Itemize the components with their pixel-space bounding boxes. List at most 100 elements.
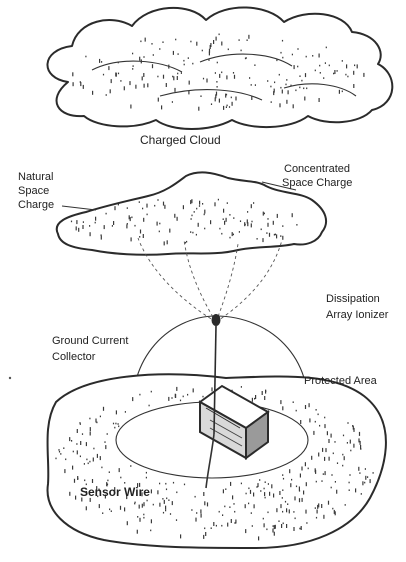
charge-dot: [196, 208, 197, 210]
charge-dot: [347, 442, 348, 444]
charge-dot: [151, 43, 152, 45]
charge-dot: [84, 463, 85, 465]
charge-dot: [140, 41, 141, 43]
charge-dot: [370, 479, 371, 483]
charge-dot: [196, 512, 197, 514]
charge-dot: [153, 504, 154, 506]
charge-dot: [301, 526, 302, 530]
charge-dot: [231, 519, 232, 523]
charge-dot: [71, 221, 72, 223]
charge-dot: [305, 73, 306, 77]
charge-dot: [328, 501, 329, 505]
charge-dot: [223, 489, 224, 493]
charge-dot: [299, 528, 300, 530]
charge-dot: [232, 495, 233, 499]
charge-dot: [113, 423, 114, 425]
charge-dot: [321, 480, 322, 482]
charge-dot: [139, 57, 140, 61]
charge-dot: [353, 444, 354, 448]
charge-dot: [280, 87, 281, 89]
charge-dot: [232, 102, 233, 106]
charge-dot: [362, 481, 363, 485]
charge-dot: [143, 56, 144, 58]
charge-dot: [146, 204, 147, 208]
charge-dot: [80, 456, 81, 458]
charge-dot: [304, 97, 305, 101]
charge-dot: [114, 206, 115, 210]
charge-dot: [226, 106, 227, 108]
charge-dot: [162, 498, 163, 500]
charge-dot: [226, 75, 227, 79]
charge-dot: [278, 520, 279, 522]
charge-dot: [163, 75, 164, 79]
charge-dot: [186, 241, 187, 243]
charge-dot: [323, 515, 324, 519]
charge-dot: [317, 505, 318, 509]
charge-dot: [143, 73, 144, 77]
charge-dot: [254, 64, 255, 66]
charge-dot: [214, 202, 215, 206]
charge-dot: [233, 217, 234, 219]
charge-dot: [139, 201, 140, 203]
charge-dot: [93, 458, 94, 462]
charge-dot: [247, 219, 248, 223]
charge-dot: [132, 397, 133, 401]
charge-dot: [336, 490, 337, 494]
charge-dot: [301, 80, 302, 82]
charge-dot: [210, 43, 211, 47]
charge-dot: [118, 426, 119, 428]
charge-dot: [312, 55, 313, 57]
charge-dot: [135, 85, 136, 89]
charge-dot: [209, 49, 210, 53]
charge-dot: [101, 234, 102, 236]
charge-dot: [109, 509, 110, 511]
charge-dot: [350, 440, 351, 444]
charge-dot: [255, 395, 256, 399]
charge-dot: [143, 517, 144, 519]
charge-dot: [232, 232, 233, 236]
charge-dot: [166, 489, 167, 491]
charge-dot: [306, 56, 307, 58]
charge-dot: [343, 435, 344, 437]
charge-dot: [321, 504, 322, 508]
charge-dot: [219, 74, 220, 78]
charge-dot: [253, 202, 254, 204]
charge-dot: [281, 524, 282, 528]
charge-dot: [315, 507, 316, 509]
charge-dot: [164, 241, 165, 245]
charge-dot: [301, 467, 302, 471]
ground-collector-label-line1: Ground Current: [52, 335, 128, 347]
charge-dot: [263, 518, 264, 520]
charge-dot: [118, 204, 119, 206]
charge-dot: [274, 525, 275, 529]
charge-dot: [329, 457, 330, 461]
charge-dot: [132, 53, 133, 55]
charge-dot: [96, 422, 97, 424]
charge-dot: [316, 481, 317, 483]
charge-dot: [157, 199, 158, 201]
charge-dot: [286, 524, 287, 528]
charge-dot: [316, 409, 317, 411]
charge-dot: [219, 228, 220, 230]
charge-dot: [143, 234, 144, 238]
charge-dot: [326, 47, 327, 49]
charge-dot: [282, 90, 283, 94]
charge-dot: [215, 94, 216, 98]
charge-dot: [125, 411, 126, 413]
charge-dot: [221, 42, 222, 46]
charge-dot: [282, 225, 283, 227]
charge-dot: [260, 490, 261, 492]
charge-dot: [130, 105, 131, 109]
charge-dot: [339, 90, 340, 94]
charge-dot: [323, 473, 324, 475]
charge-dot: [191, 215, 192, 217]
charge-dot: [299, 498, 300, 502]
charge-dot: [303, 491, 304, 495]
charge-dot: [295, 518, 296, 520]
charge-dot: [350, 450, 351, 452]
charge-dot: [133, 65, 134, 67]
charge-dot: [247, 39, 248, 41]
charge-dot: [106, 213, 107, 215]
charge-dot: [89, 225, 90, 227]
